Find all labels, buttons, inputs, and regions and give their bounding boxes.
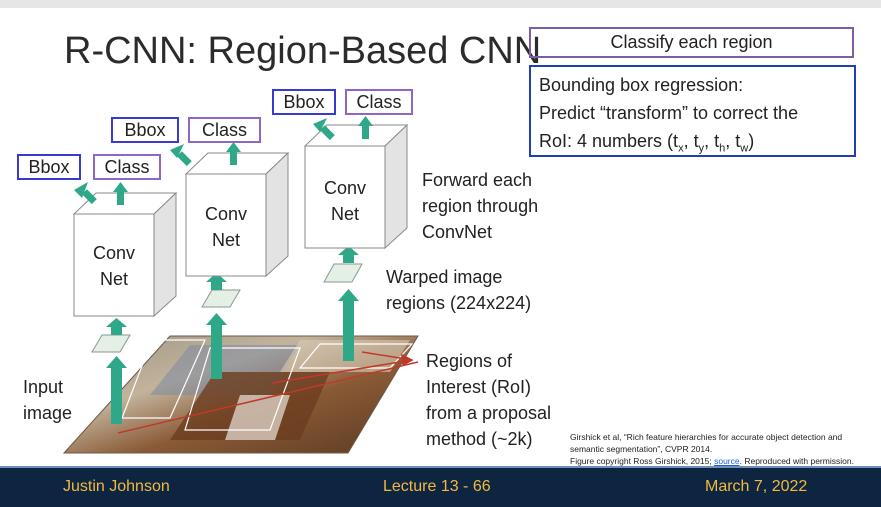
roi-region-middle	[184, 347, 301, 431]
warped-text: Warped image regions (224x224)	[386, 264, 531, 316]
convnet-box-2	[184, 151, 290, 278]
convnet-label-1: Conv Net	[74, 240, 154, 292]
bbox-regression-line1: Bounding box regression:	[539, 75, 744, 95]
top-bar	[0, 0, 881, 8]
citation: Girshick et al, “Rich feature hierarchie…	[570, 431, 854, 467]
bbox-label-2: Bbox	[111, 117, 179, 143]
roi-text-line3: from a proposal	[426, 403, 552, 423]
bbox-regression-line2: Predict “transform” to correct the	[539, 103, 799, 123]
roi-region-left	[121, 339, 206, 419]
up-arrows-lower	[106, 246, 359, 424]
convnet-label-3: Conv Net	[305, 175, 385, 227]
class-label-2: Class	[188, 117, 261, 143]
convnet-label-2-line1: Conv	[204, 204, 248, 224]
citation-line3-prefix: Figure copyright Ross Girshick, 2015;	[570, 456, 715, 466]
convnet-label-1-line1: Conv	[92, 243, 136, 263]
bbox-regression-line3-prefix: RoI: 4 numbers (t	[539, 131, 679, 151]
roi-text-line2: Interest (RoI)	[426, 377, 532, 397]
class-label-1: Class	[93, 154, 161, 180]
footer-lecture: Lecture 13 - 66	[383, 478, 491, 495]
bbox-label-3: Bbox	[272, 89, 336, 115]
input-text-line1: Input	[23, 377, 64, 397]
citation-line3: Figure copyright Ross Girshick, 2015; so…	[570, 455, 854, 467]
slide-title: R-CNN: Region-Based CNN	[64, 30, 542, 72]
citation-line2: semantic segmentation”, CVPR 2014.	[570, 444, 713, 454]
convnet-label-1-line2: Net	[99, 269, 128, 289]
convnet-label-2-line2: Net	[211, 230, 240, 250]
convnet-label-3-line1: Conv	[323, 178, 367, 198]
footer-date: March 7, 2022	[705, 478, 808, 495]
classify-region-box: Classify each region	[529, 27, 854, 58]
roi-text: Regions of Interest (RoI) from a proposa…	[426, 348, 551, 452]
warped-region-2	[201, 289, 241, 308]
input-image-text: Input image	[23, 374, 72, 426]
output-arrows	[74, 116, 373, 205]
source-link[interactable]: source	[714, 456, 740, 466]
convnet-box-3	[303, 123, 409, 250]
roi-pointers	[117, 351, 419, 434]
warped-regions	[91, 263, 363, 353]
citation-line3-suffix: . Reproduced with permission.	[739, 456, 854, 466]
forward-text-line3: ConvNet	[422, 222, 493, 242]
roi-text-line4: method (~2k)	[426, 429, 533, 449]
roi-text-line1: Regions of	[426, 351, 513, 371]
input-image	[62, 335, 419, 454]
warped-region-3	[323, 263, 363, 283]
forward-text: Forward each region through ConvNet	[422, 167, 538, 245]
footer-bar: Justin Johnson Lecture 13 - 66 March 7, …	[0, 466, 881, 507]
bbox-label-1: Bbox	[17, 154, 81, 180]
convnet-box-1	[72, 191, 178, 318]
convnet-label-3-line2: Net	[330, 204, 359, 224]
sub-x: x	[678, 142, 684, 155]
sub-h: h	[719, 142, 726, 155]
footer-author: Justin Johnson	[63, 478, 170, 495]
bbox-regression-box: Bounding box regression: Predict “transf…	[529, 65, 856, 157]
convnet-label-2: Conv Net	[186, 201, 266, 253]
warped-region-1	[91, 334, 131, 353]
sub-y: y	[698, 142, 705, 155]
bbox-regression-line3: RoI: 4 numbers (tx, ty, th, tw)	[539, 131, 755, 155]
sub-w: w	[740, 142, 749, 155]
forward-text-line1: Forward each	[422, 170, 533, 190]
citation-line1: Girshick et al, “Rich feature hierarchie…	[570, 432, 843, 442]
warped-text-line2: regions (224x224)	[386, 293, 532, 313]
input-text-line2: image	[23, 403, 73, 423]
class-label-3: Class	[345, 89, 413, 115]
warped-text-line1: Warped image	[386, 267, 503, 287]
forward-text-line2: region through	[422, 196, 539, 216]
